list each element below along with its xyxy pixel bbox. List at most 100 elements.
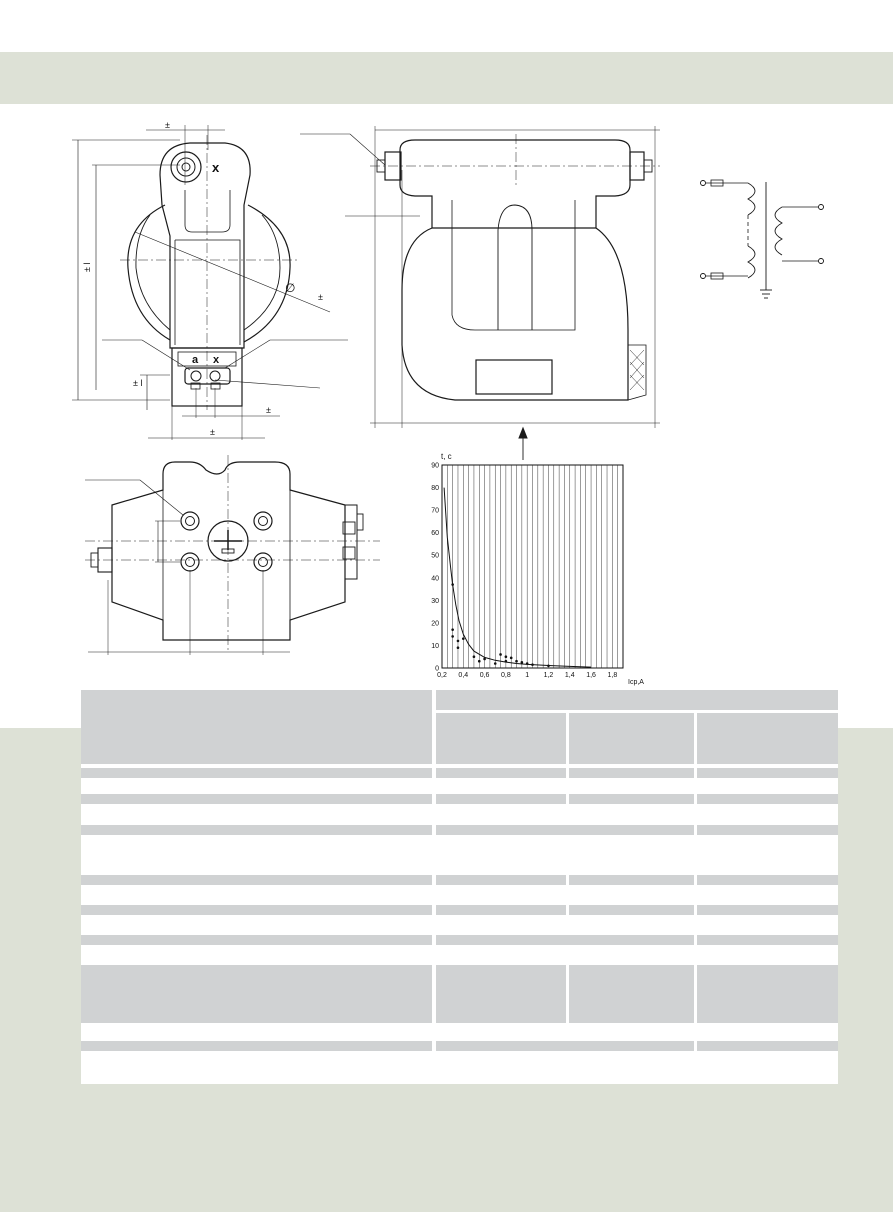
table-cell [697, 905, 838, 915]
table-cell [436, 1026, 694, 1036]
table-header-cell [436, 690, 838, 710]
data-point [547, 664, 550, 668]
table-cell [81, 920, 432, 930]
table-header-cell [569, 713, 694, 764]
data-point [451, 628, 454, 631]
y-axis-label: t, с [441, 452, 452, 461]
table-cell [436, 920, 566, 930]
y-tick-label: 70 [431, 508, 439, 515]
terminal-x-label: x [213, 354, 220, 366]
table-cell [81, 794, 432, 804]
table-cell [436, 810, 694, 820]
spec-table [81, 690, 838, 1084]
technical-drawings: x a x ± ± l ± l ± ± ± ∅ [72, 120, 824, 655]
x-tick-label: 0,2 [437, 672, 447, 679]
table-cell [436, 965, 566, 1023]
data-point [472, 655, 476, 659]
data-point [504, 655, 508, 659]
data-point [493, 662, 497, 665]
table-cell [569, 781, 694, 791]
y-tick-label: 90 [431, 463, 439, 470]
table-cell [436, 905, 566, 915]
table-cell [81, 890, 432, 900]
table-cell [436, 950, 694, 960]
table-cell [697, 965, 838, 1023]
data-point [461, 637, 465, 640]
table-header-cell [436, 713, 566, 764]
dimension-label: ± [318, 292, 323, 302]
x-tick-label: 1,8 [607, 672, 617, 679]
table-cell [697, 875, 838, 885]
table-cell [697, 920, 838, 930]
data-point [520, 661, 524, 664]
table-cell [81, 768, 432, 778]
table-cell [81, 1041, 432, 1051]
x-tick-label: 0,8 [501, 672, 511, 679]
chart-grid [447, 465, 618, 668]
data-point [504, 659, 508, 663]
data-point [451, 635, 454, 638]
table-cell [569, 875, 694, 885]
table-cell [697, 781, 838, 791]
table-cell [436, 768, 566, 778]
table-cell [697, 1041, 838, 1051]
x-tick-label: 0,4 [458, 672, 468, 679]
table-cell [697, 825, 838, 835]
data-point [525, 662, 529, 665]
table-cell [569, 768, 694, 778]
table-cell [569, 965, 694, 1023]
y-tick-label: 30 [431, 598, 439, 605]
y-tick-label: 20 [431, 620, 439, 627]
table-cell [697, 950, 838, 960]
dimension-label: ± [210, 427, 215, 437]
diameter-symbol: ∅ [285, 281, 295, 295]
front-view-drawing [72, 125, 348, 440]
table-cell [81, 825, 432, 835]
table-cell [81, 935, 432, 945]
dimension-label: ± l [133, 378, 142, 388]
table-cell [697, 810, 838, 820]
bottom-view-drawing [85, 455, 380, 655]
table-cell [569, 794, 694, 804]
primary-terminal-label: x [212, 160, 220, 175]
data-point [509, 656, 513, 660]
chart-points [451, 583, 550, 668]
dimension-label: ± [266, 405, 271, 415]
x-tick-label: 1,2 [544, 672, 554, 679]
series-curve [443, 487, 592, 668]
y-tick-label: 80 [431, 485, 439, 492]
data-point [499, 653, 502, 656]
table-cell [436, 794, 566, 804]
table-cell [81, 950, 432, 960]
terminal-a-label: a [192, 354, 199, 366]
table-cell [81, 810, 432, 820]
table-cell [436, 1056, 838, 1066]
y-tick-label: 60 [431, 530, 439, 537]
table-cell [436, 781, 566, 791]
data-point [531, 663, 534, 666]
y-tick-label: 50 [431, 553, 439, 560]
table-cell [436, 1041, 694, 1051]
side-view-drawing [300, 126, 660, 460]
table-cell [81, 905, 432, 915]
y-tick-label: 0 [435, 666, 439, 673]
table-cell [569, 905, 694, 915]
data-point [515, 659, 518, 663]
table-cell [81, 840, 432, 870]
table-cell [436, 825, 694, 835]
table-cell [436, 875, 566, 885]
table-cell [697, 1026, 838, 1036]
data-point [451, 583, 454, 586]
table-cell [569, 920, 694, 930]
x-tick-label: 1,4 [565, 672, 575, 679]
data-point [456, 639, 460, 643]
chart-curves [443, 487, 592, 668]
table-cell [697, 794, 838, 804]
dimension-label: ± l [82, 263, 92, 272]
dimension-label: ± [165, 120, 170, 130]
x-axis-label: Iср,А [628, 679, 644, 686]
header-band [0, 52, 893, 104]
table-cell [81, 875, 432, 885]
table-cell [436, 890, 566, 900]
